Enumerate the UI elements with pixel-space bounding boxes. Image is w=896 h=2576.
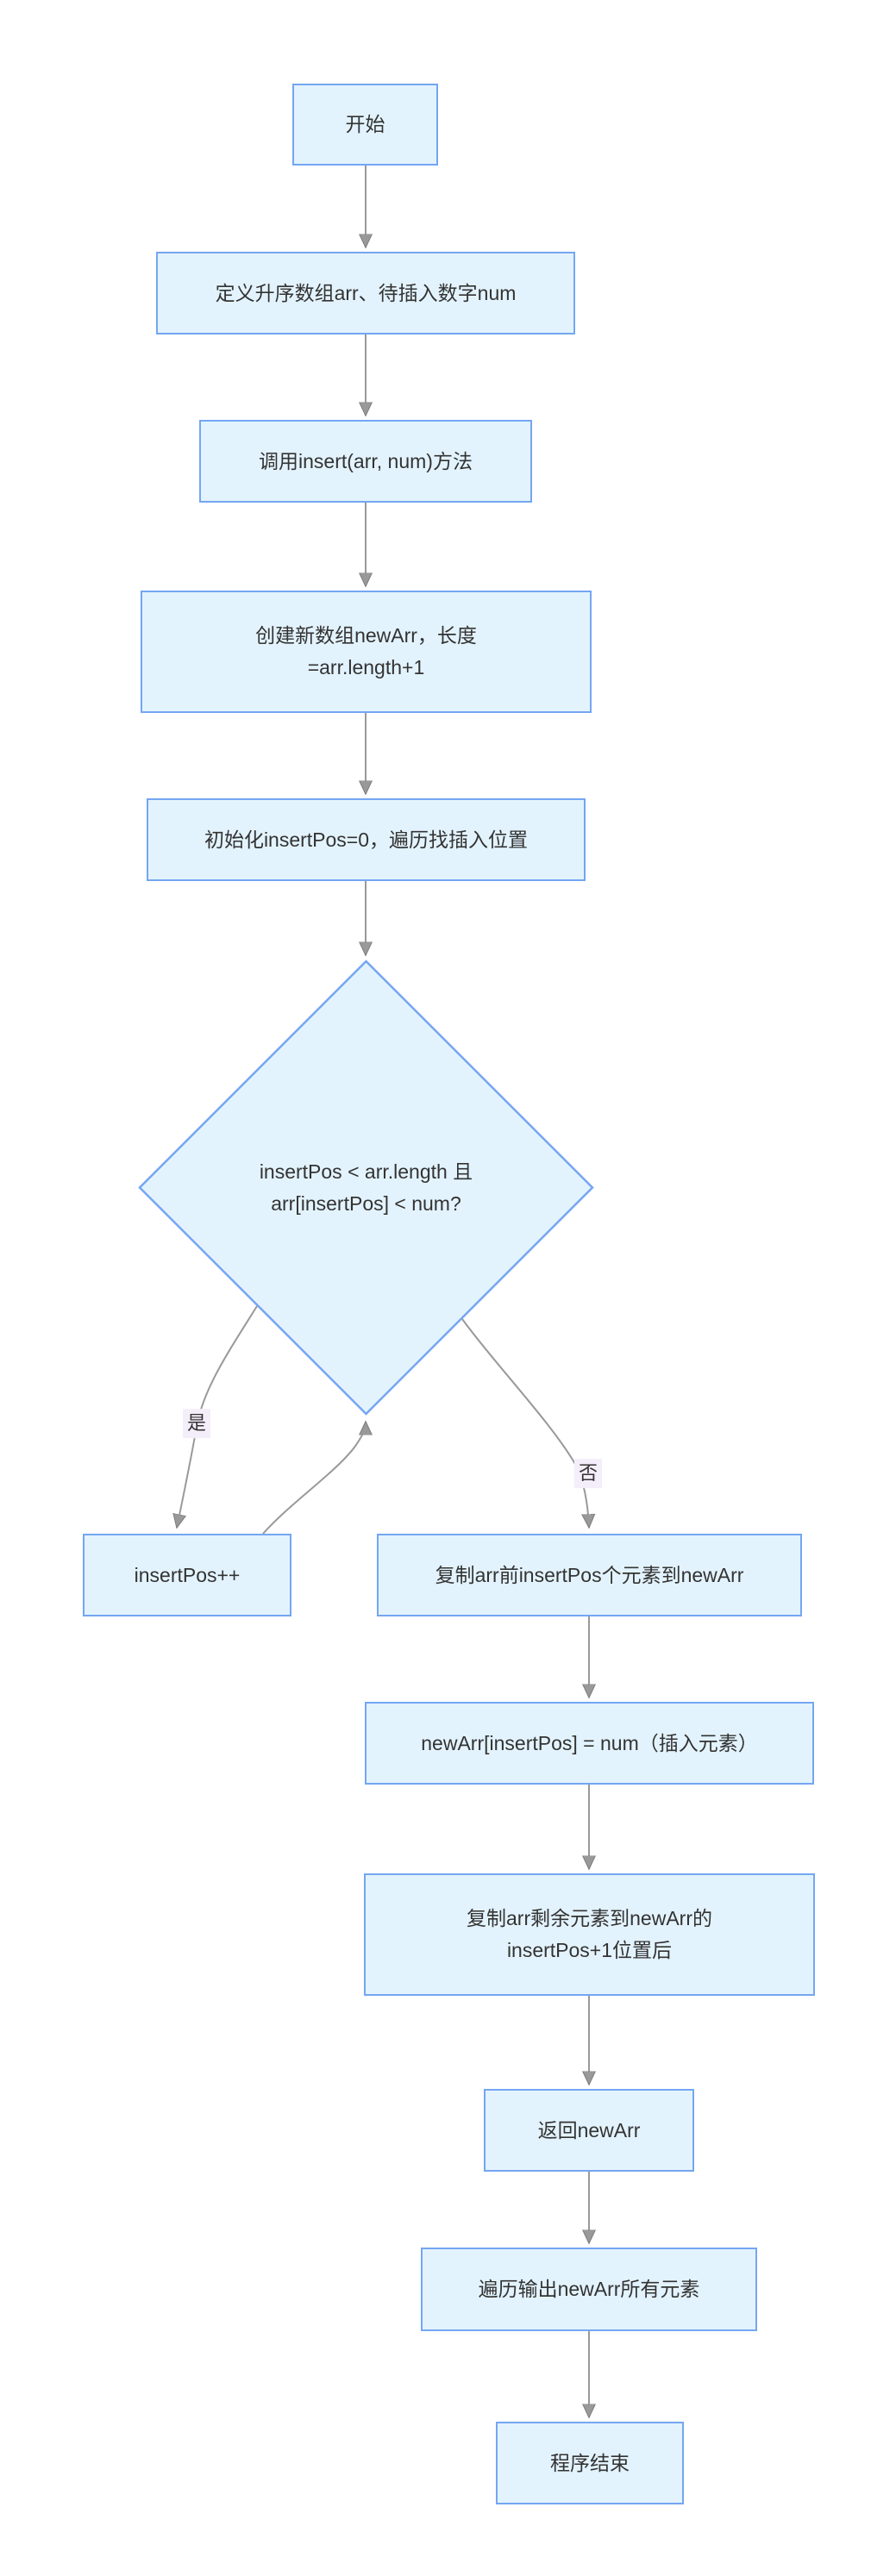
node-output-newarr: 遍历输出newArr所有元素: [421, 2248, 757, 2331]
node-call-insert: 调用insert(arr, num)方法: [199, 420, 532, 503]
node-init-insertpos: 初始化insertPos=0，遍历找插入位置: [147, 798, 586, 881]
node-increment-label: insertPos++: [134, 1563, 241, 1586]
node-create-newarr-label: 创建新数组newArr，长度 =arr.length+1: [255, 624, 477, 678]
node-call-insert-label: 调用insert(arr, num)方法: [259, 449, 473, 472]
node-end-label: 程序结束: [550, 2451, 630, 2474]
node-create-newarr: 创建新数组newArr，长度 =arr.length+1: [141, 591, 592, 713]
node-copy-rest-label: 复制arr剩余元素到newArr的 insertPos+1位置后: [467, 1907, 712, 1961]
node-start: 开始: [292, 84, 438, 166]
edge-incr-cond-loop: [262, 1422, 366, 1535]
node-define: 定义升序数组arr、待插入数字num: [156, 252, 575, 335]
node-end: 程序结束: [496, 2422, 684, 2504]
node-copy-rest: 复制arr剩余元素到newArr的 insertPos+1位置后: [364, 1873, 815, 1996]
node-init-insertpos-label: 初始化insertPos=0，遍历找插入位置: [204, 828, 529, 851]
node-condition-label: insertPos < arr.length 且 arr[insertPos] …: [259, 1160, 473, 1215]
diamond-shape: [138, 960, 594, 1416]
edge-label-no: 否: [573, 1459, 603, 1488]
edge-label-yes: 是: [182, 1409, 211, 1438]
node-start-label: 开始: [345, 113, 385, 136]
node-increment: insertPos++: [83, 1534, 291, 1616]
node-return-newarr-label: 返回newArr: [537, 2118, 641, 2141]
edge-cond-copyfront-no: [461, 1318, 589, 1528]
node-condition-diamond: insertPos < arr.length 且 arr[insertPos] …: [138, 960, 594, 1416]
node-return-newarr: 返回newArr: [484, 2089, 694, 2172]
node-copy-front: 复制arr前insertPos个元素到newArr: [377, 1534, 802, 1616]
node-define-label: 定义升序数组arr、待插入数字num: [215, 281, 517, 304]
node-insert-num-label: newArr[insertPos] = num（插入元素）: [421, 1731, 758, 1754]
node-insert-num: newArr[insertPos] = num（插入元素）: [365, 1702, 814, 1785]
node-copy-front-label: 复制arr前insertPos个元素到newArr: [435, 1563, 744, 1586]
node-output-newarr-label: 遍历输出newArr所有元素: [478, 2278, 700, 2301]
